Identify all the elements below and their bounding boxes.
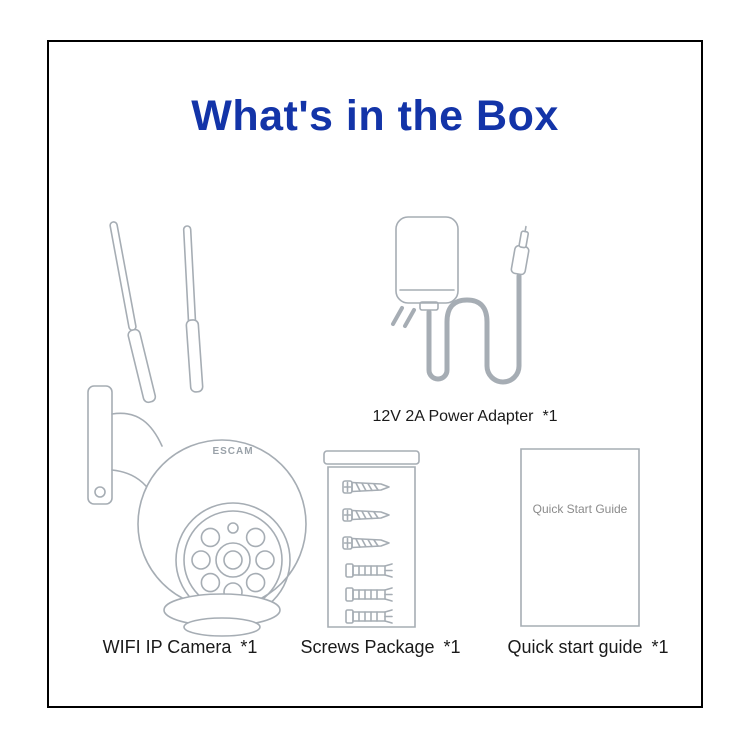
- camera-led-ring: [192, 528, 274, 601]
- adapter-label: 12V 2A Power Adapter *1: [330, 408, 600, 426]
- quick-start-guide-illustration: [521, 449, 639, 626]
- adapter-qty: *1: [542, 408, 558, 425]
- power-adapter-illustration: [393, 217, 533, 382]
- camera-brand-text: ESCAM: [212, 446, 254, 457]
- camera-qty: *1: [240, 637, 258, 657]
- camera-base: [164, 594, 280, 636]
- screws-label-text: Screws Package: [300, 637, 435, 657]
- camera-label: WIFI IP Camera *1: [60, 637, 300, 658]
- adapter-plug-pins: [393, 308, 414, 326]
- adapter-label-text: 12V 2A Power Adapter: [372, 408, 534, 425]
- guide-label: Quick start guide *1: [478, 637, 698, 658]
- screws-bag-cap: [324, 451, 419, 464]
- camera-illustration: [88, 221, 306, 636]
- guide-cover-text: Quick Start Guide: [532, 502, 628, 516]
- guide-label-text: Quick start guide: [507, 637, 643, 657]
- camera-dome: [138, 440, 306, 617]
- adapter-body: [396, 217, 458, 303]
- adapter-dc-connector: [511, 225, 533, 275]
- screws-label: Screws Package *1: [283, 637, 478, 658]
- guide-qty: *1: [651, 637, 669, 657]
- adapter-cable: [429, 276, 519, 382]
- camera-antenna-left: [110, 221, 157, 403]
- camera-antenna-right: [184, 226, 204, 392]
- camera-wall-bracket: [88, 386, 162, 504]
- guide-booklet: [521, 449, 639, 626]
- screws-package-illustration: [324, 451, 419, 627]
- page-title: What's in the Box: [191, 92, 559, 140]
- camera-label-text: WIFI IP Camera: [102, 637, 232, 657]
- screws-qty: *1: [443, 637, 461, 657]
